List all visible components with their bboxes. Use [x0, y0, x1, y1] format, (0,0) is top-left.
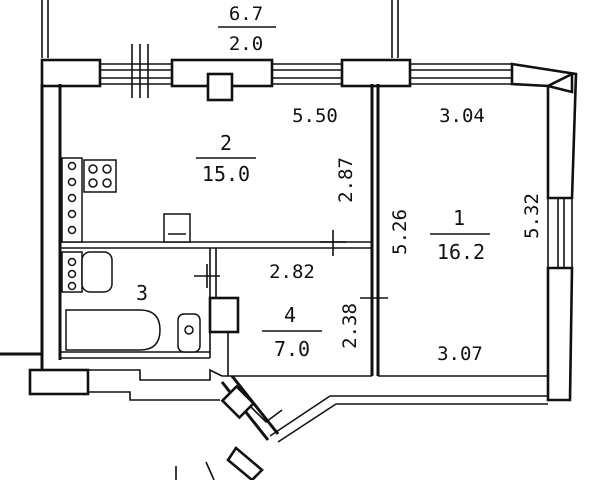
room-2-width: 5.50: [292, 105, 338, 127]
room-1-bottom-dim: 3.07: [437, 343, 483, 365]
room-4-number: 4: [284, 303, 296, 327]
vent-shaft: [206, 72, 234, 102]
stove-icon: [83, 159, 117, 193]
corner-fill: [544, 71, 574, 94]
south-wall: [0, 352, 548, 480]
bathtub-icon: [65, 309, 161, 351]
sink-icon: [163, 213, 191, 243]
room-2-number: 2: [220, 131, 232, 155]
wall-pier: [40, 58, 102, 88]
room-1-left-dim: 5.26: [389, 209, 411, 255]
room-4-width: 2.82: [269, 261, 315, 283]
wall-pier: [28, 368, 90, 396]
wall-pier: [340, 58, 412, 88]
interior-walls: [60, 84, 548, 377]
room-2-area: 15.0: [202, 162, 250, 186]
washbasin-icon: [81, 251, 113, 293]
west-wall: [40, 84, 62, 372]
balcony-length: 6.7: [229, 3, 263, 25]
vent-shaft: [208, 296, 240, 334]
kitchen-fixtures: [61, 157, 191, 243]
balcony: [41, 0, 399, 58]
dimension-ticks: [320, 230, 388, 299]
room-1-area: 16.2: [437, 240, 485, 264]
door-pier: [220, 384, 256, 420]
room-1-top-dim: 3.04: [439, 105, 485, 127]
room-4-height: 2.38: [339, 303, 361, 349]
east-wall: [510, 62, 578, 402]
balcony-area: 2.0: [229, 33, 263, 55]
room-1-right-dim: 5.32: [521, 193, 543, 239]
room-3-number: 3: [136, 281, 148, 305]
room-4-area: 7.0: [274, 337, 310, 361]
wall-pier: [546, 266, 574, 402]
room-1-number: 1: [453, 206, 465, 230]
north-wall: [40, 44, 512, 102]
room-2-height: 2.87: [335, 157, 357, 203]
door-pier: [226, 446, 264, 480]
bathroom-fixtures: [61, 251, 220, 353]
